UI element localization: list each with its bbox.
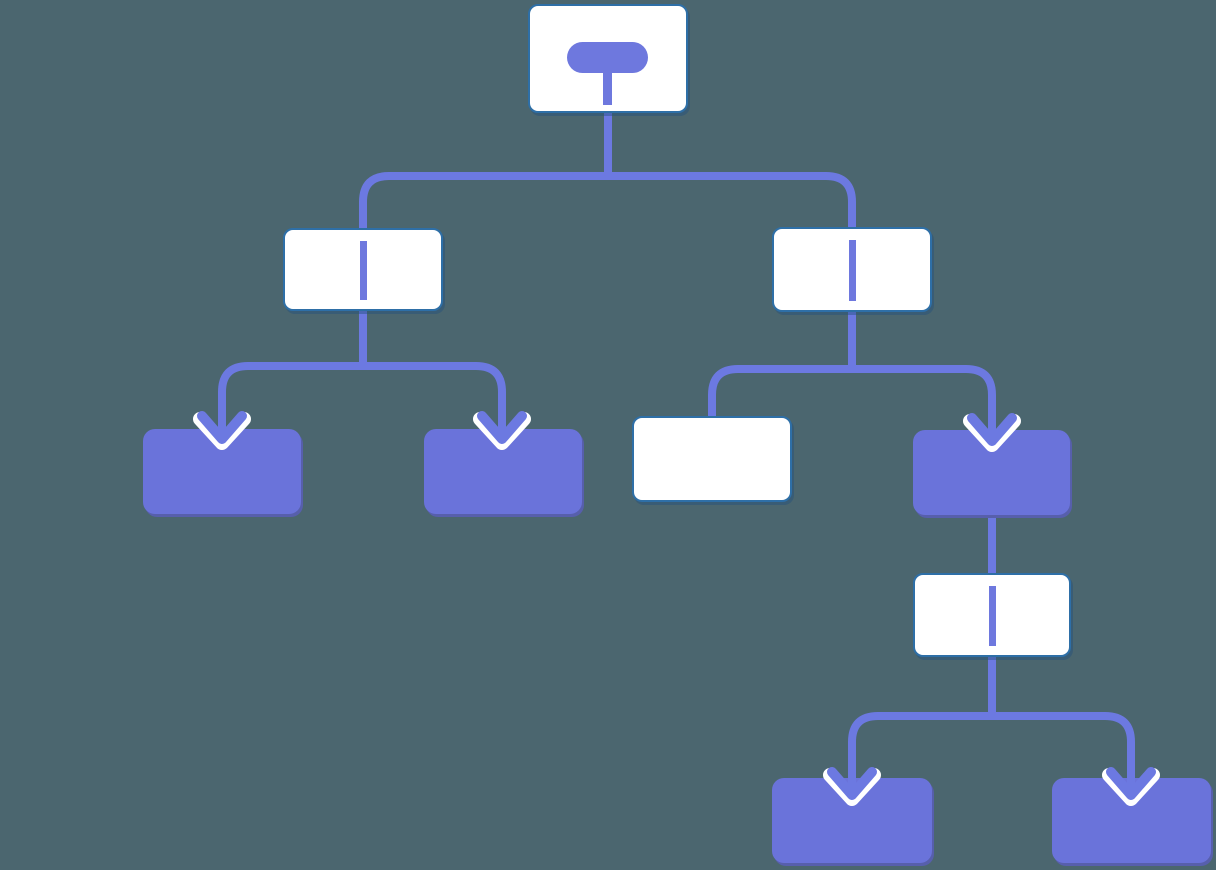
edge-root-to-branches (359, 172, 856, 229)
edge-branch-left-to-leaves (218, 362, 506, 436)
pill-stem-icon (603, 72, 612, 105)
node-leaf-6[interactable] (1052, 778, 1211, 863)
vertical-bar-icon (359, 241, 367, 300)
node-leaf-5[interactable] (772, 778, 932, 863)
node-branch-lower[interactable] (913, 573, 1071, 657)
pill-icon (567, 42, 648, 73)
node-leaf-2[interactable] (424, 429, 582, 514)
node-leaf-4[interactable] (913, 430, 1070, 515)
node-leaf-3[interactable] (632, 416, 792, 502)
node-branch-right[interactable] (772, 227, 932, 312)
node-root[interactable] (528, 4, 688, 113)
vertical-bar-icon (988, 586, 996, 646)
node-leaf-1[interactable] (143, 429, 301, 514)
vertical-bar-icon (848, 240, 856, 301)
node-branch-left[interactable] (283, 228, 443, 311)
